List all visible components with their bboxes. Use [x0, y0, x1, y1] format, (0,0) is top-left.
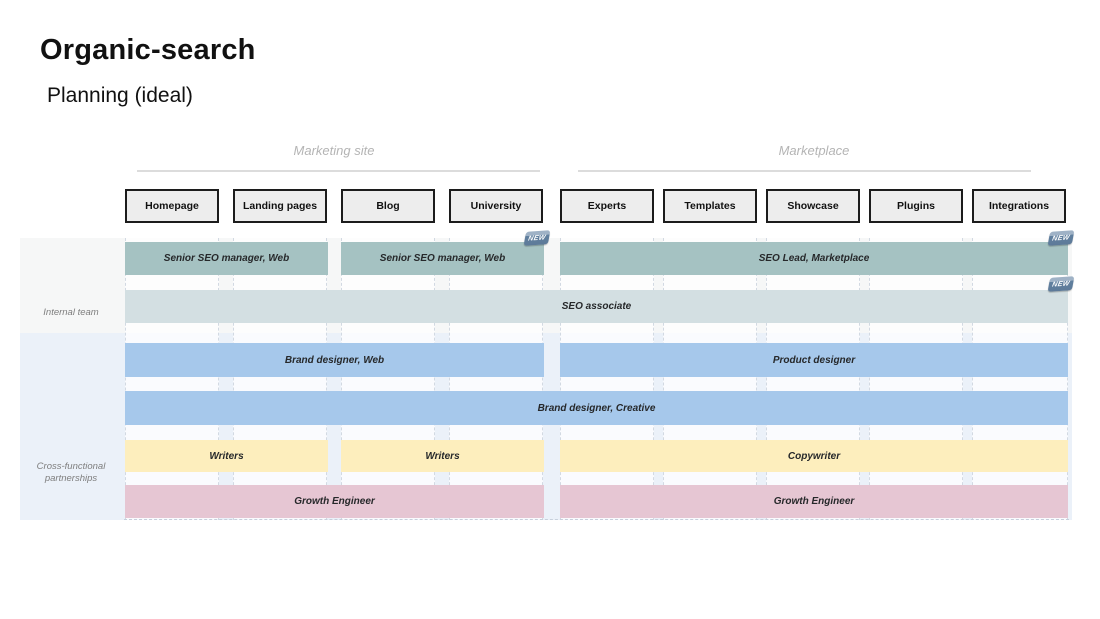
group-underline-marketplace	[578, 170, 1031, 172]
column-header-plugins: Plugins	[869, 189, 963, 223]
bar-writers-2: Writers	[341, 440, 544, 472]
column-stripe	[663, 238, 757, 520]
section-label-cross-functional: Cross-functional partnerships	[36, 461, 106, 484]
column-header-homepage: Homepage	[125, 189, 219, 223]
bar-label: Brand designer, Creative	[537, 402, 656, 414]
column-stripe	[125, 238, 219, 520]
column-header-label: Templates	[684, 200, 736, 212]
bar-label: SEO associate	[561, 301, 632, 312]
column-header-landing-pages: Landing pages	[233, 189, 327, 223]
bar-copywriter: Copywriter	[560, 440, 1068, 472]
bar-product-designer: Product designer	[560, 343, 1068, 377]
bar-label: SEO Lead, Marketplace	[758, 253, 870, 264]
bar-seo-associate: SEO associate NEW	[125, 276, 1075, 323]
group-underline-marketing	[137, 170, 540, 172]
column-header-blog: Blog	[341, 189, 435, 223]
group-label-marketing-site: Marketing site	[293, 143, 375, 158]
column-stripe	[766, 238, 860, 520]
column-header-label: University	[470, 200, 522, 212]
bar-label: Senior SEO manager, Web	[163, 253, 290, 264]
bar-label: Growth Engineer	[294, 496, 375, 507]
column-stripe	[449, 238, 543, 520]
group-label-marketplace: Marketplace	[778, 143, 850, 158]
plot-bottom-dashed-line	[124, 519, 1069, 520]
column-header-label: Integrations	[988, 200, 1050, 212]
column-stripe	[560, 238, 654, 520]
column-header-integrations: Integrations	[972, 189, 1066, 223]
bar-label: Brand designer, Web	[284, 354, 385, 366]
bar-writers-1: Writers	[125, 440, 328, 472]
bar-label: Product designer	[772, 354, 856, 366]
bar-growth-engineer-web: Growth Engineer	[125, 485, 544, 518]
column-stripe	[341, 238, 435, 520]
new-badge: NEW	[523, 230, 551, 246]
column-header-university: University	[449, 189, 543, 223]
bar-label: Copywriter	[787, 450, 841, 462]
column-header-templates: Templates	[663, 189, 757, 223]
page-title: Organic-search	[40, 34, 256, 66]
bar-senior-seo-manager-web-2: Senior SEO manager, Web NEW	[341, 230, 551, 275]
bar-label: Writers	[209, 450, 244, 462]
column-stripe	[869, 238, 963, 520]
column-header-label: Homepage	[145, 200, 199, 212]
page-subtitle: Planning (ideal)	[47, 84, 193, 107]
new-badge: NEW	[1047, 230, 1075, 246]
column-header-label: Landing pages	[242, 200, 318, 212]
column-header-experts: Experts	[560, 189, 654, 223]
bar-senior-seo-manager-web-1: Senior SEO manager, Web	[125, 242, 328, 275]
column-stripe	[233, 238, 327, 520]
planning-grid: Senior SEO manager, Web Senior SEO manag…	[122, 230, 1075, 520]
column-header-label: Showcase	[787, 200, 839, 212]
column-header-showcase: Showcase	[766, 189, 860, 223]
bar-brand-designer-creative: Brand designer, Creative	[125, 391, 1068, 425]
new-badge: NEW	[1047, 276, 1075, 292]
column-header-label: Blog	[376, 200, 400, 212]
bar-label: Writers	[425, 450, 460, 462]
section-label-internal-team: Internal team	[43, 307, 99, 318]
bar-brand-designer-web: Brand designer, Web	[125, 343, 544, 377]
column-header-label: Experts	[587, 200, 627, 212]
bar-label: Senior SEO manager, Web	[379, 253, 506, 264]
column-header-label: Plugins	[897, 200, 935, 212]
bar-label: Growth Engineer	[773, 496, 855, 507]
bar-seo-lead-marketplace: SEO Lead, Marketplace NEW	[560, 230, 1075, 275]
bar-growth-engineer-marketplace: Growth Engineer	[560, 485, 1068, 518]
